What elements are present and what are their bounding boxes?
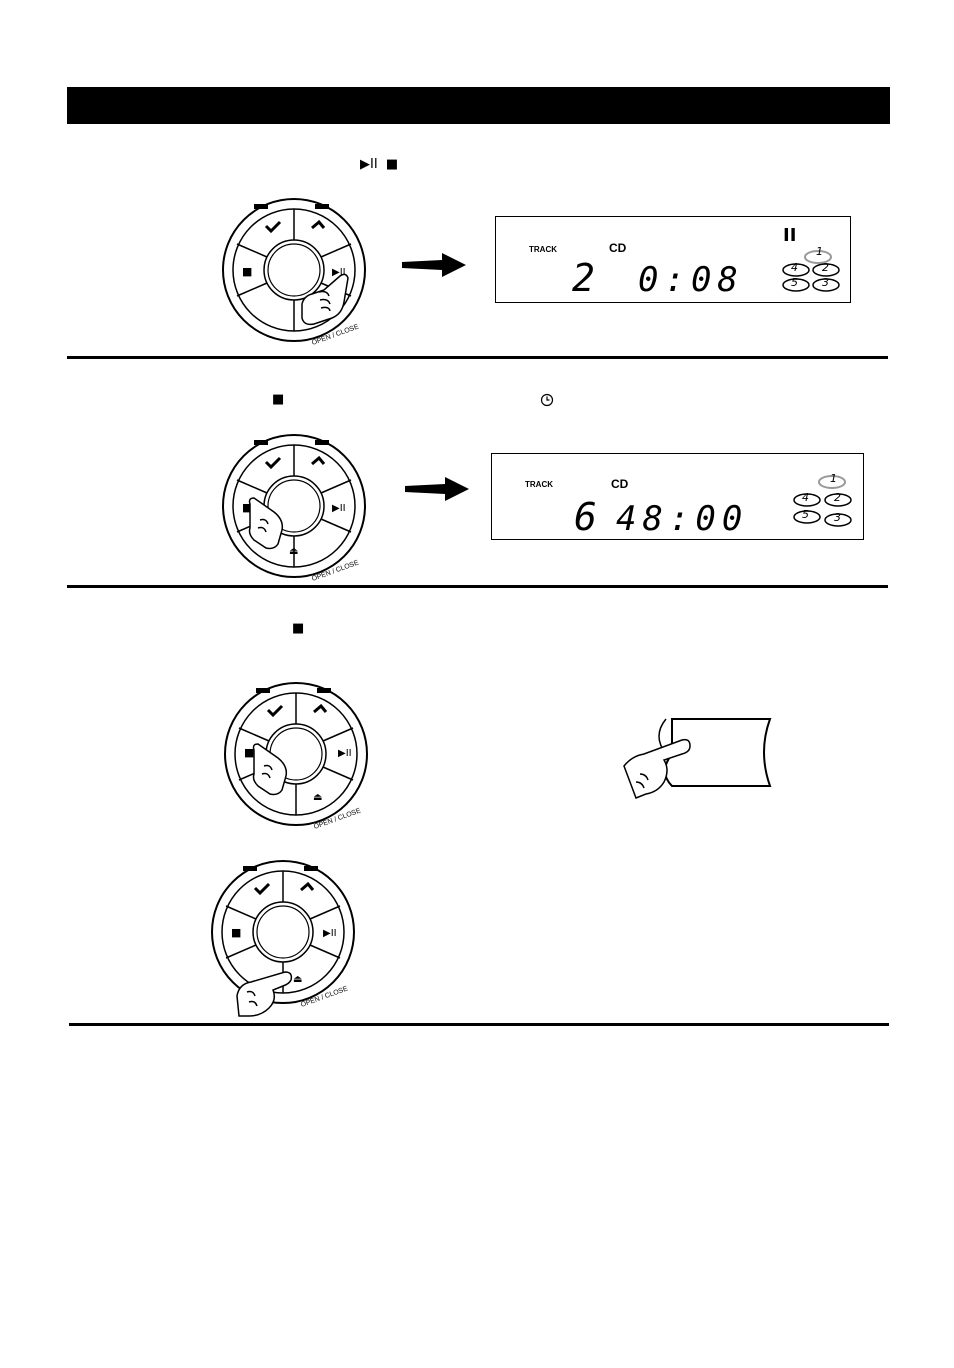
right-arrow-icon bbox=[405, 477, 469, 501]
disc-indicators: 1 4 2 5 3 bbox=[782, 245, 840, 292]
skip-forward-icon bbox=[300, 881, 315, 892]
track-number: 6 bbox=[574, 495, 597, 538]
disc-4: 4 bbox=[791, 261, 798, 274]
stop-button-label: ■ bbox=[242, 501, 252, 514]
clock-icon bbox=[540, 393, 554, 407]
skip-back-icon bbox=[264, 220, 282, 234]
skip-back-icon bbox=[253, 882, 271, 896]
disc-2: 2 bbox=[822, 261, 829, 274]
cd-label: CD bbox=[611, 477, 629, 491]
play-pause-button-label: ▶II bbox=[332, 503, 346, 514]
section-divider bbox=[69, 1023, 889, 1026]
play-pause-stop-symbols: ▶II ■ bbox=[360, 157, 399, 172]
track-label: TRACK bbox=[529, 245, 557, 254]
stop-symbol: ■ bbox=[292, 621, 305, 636]
disc-2: 2 bbox=[834, 491, 841, 504]
pressing-hand-icon bbox=[301, 273, 349, 326]
control-dial: ■ ▶II ⏏ OPEN / CLOSE bbox=[222, 434, 366, 582]
eject-button-label: ⏏ bbox=[313, 792, 322, 803]
control-dial: ■ ▶II ⏏ OPEN / CLOSE bbox=[224, 682, 368, 830]
skip-back-icon bbox=[266, 704, 284, 718]
eject-button-label: ⏏ bbox=[293, 974, 302, 985]
section-divider bbox=[67, 585, 888, 588]
skip-forward-icon bbox=[311, 219, 326, 230]
pressing-hand-icon bbox=[252, 743, 288, 796]
disc-1: 1 bbox=[816, 245, 823, 258]
track-number: 2 bbox=[572, 256, 595, 300]
skip-back-icon bbox=[264, 456, 282, 470]
stop-symbol: ■ bbox=[272, 392, 285, 407]
stop-button-label: ■ bbox=[242, 265, 252, 278]
disc-3: 3 bbox=[822, 276, 829, 289]
pause-indicator: II bbox=[783, 225, 796, 246]
disc-1: 1 bbox=[830, 472, 837, 485]
disc-indicators: 1 4 2 5 3 bbox=[793, 472, 852, 527]
disc-4: 4 bbox=[802, 491, 809, 504]
pressing-hand-icon bbox=[623, 738, 691, 799]
skip-forward-icon bbox=[313, 703, 328, 714]
right-arrow-icon bbox=[402, 253, 466, 277]
disc-5: 5 bbox=[791, 276, 798, 289]
play-pause-button-label: ▶II bbox=[332, 267, 346, 278]
stop-button-label: ■ bbox=[231, 926, 241, 939]
skip-forward-icon bbox=[311, 455, 326, 466]
cd-label: CD bbox=[609, 241, 627, 255]
track-label: TRACK bbox=[525, 480, 553, 489]
elapsed-time: 48:00 bbox=[616, 499, 748, 538]
remote-button-press-icon bbox=[623, 718, 772, 799]
section-divider bbox=[67, 356, 888, 359]
lcd-display: TRACK CD 2 0:08 II 1 4 2 5 3 bbox=[495, 216, 851, 303]
disc-3: 3 bbox=[834, 511, 841, 524]
eject-button-label: ⏏ bbox=[289, 546, 298, 557]
play-pause-button-label: ▶II bbox=[323, 928, 337, 939]
lcd-display: TRACK CD 6 48:00 1 4 2 5 3 bbox=[491, 453, 864, 540]
section-header-bar bbox=[67, 87, 890, 124]
disc-5: 5 bbox=[802, 508, 809, 521]
pressing-hand-icon bbox=[236, 971, 293, 1017]
play-pause-button-label: ▶II bbox=[338, 748, 352, 759]
control-dial: ■ ▶II OPEN / CLOSE bbox=[222, 198, 366, 346]
elapsed-time: 0:08 bbox=[638, 260, 744, 300]
control-dial: ■ ▶II ⏏ OPEN / CLOSE bbox=[211, 860, 355, 1017]
pressing-hand-icon bbox=[248, 497, 284, 550]
stop-button-label: ■ bbox=[244, 746, 254, 759]
